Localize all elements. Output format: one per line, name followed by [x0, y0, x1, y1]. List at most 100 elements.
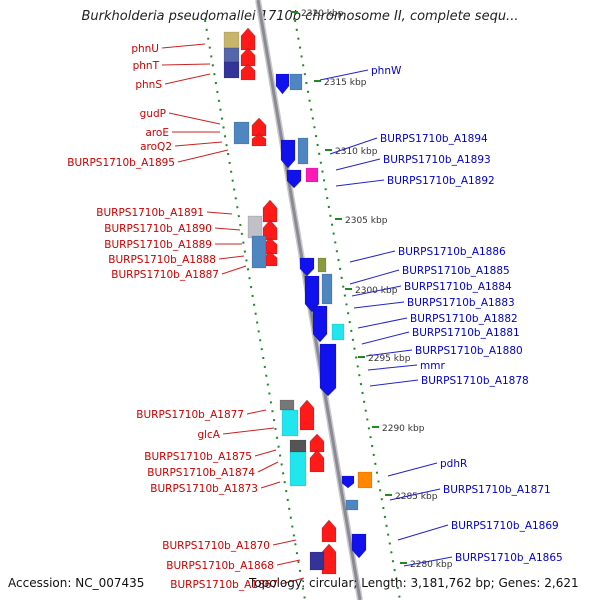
footer-bar: Accession: NC_007435 Topology: circular;… — [0, 573, 600, 595]
left-label-connector — [254, 449, 277, 457]
left-gene-label: BURPS1710b_A1887 — [111, 269, 219, 281]
right-label-connector — [349, 250, 396, 263]
right-label-connector — [351, 285, 402, 297]
dotted-guides — [204, 19, 401, 600]
left-gene-label: BURPS1710b_A1875 — [144, 451, 252, 463]
forward-gene-arrow — [240, 63, 256, 81]
left-label-connector — [161, 63, 211, 66]
topology-text: Topology: circular; Length: 3,181,762 bp… — [249, 576, 579, 590]
forward-gene-box — [247, 215, 263, 239]
right-gene-label: BURPS1710b_A1880 — [415, 345, 523, 357]
right-gene-label: BURPS1710b_A1894 — [380, 133, 488, 145]
right-gene-label: BURPS1710b_A1893 — [383, 154, 491, 166]
tick-label: 2315 kbp — [324, 78, 367, 88]
left-gene-label: gudP — [140, 108, 166, 120]
reverse-gene-box — [357, 471, 373, 489]
right-label-connector — [357, 317, 408, 329]
right-gene-label: mmr — [420, 360, 445, 372]
reverse-gene-arrow — [341, 475, 355, 489]
forward-gene-box — [223, 47, 240, 63]
reverse-gene-box — [305, 167, 319, 183]
right-gene-label: BURPS1710b_A1882 — [410, 313, 518, 325]
left-gene-label: phnT — [133, 60, 160, 72]
tick-label: 2305 kbp — [345, 216, 388, 226]
right-label-connector — [387, 462, 438, 477]
right-gene-label: pdhR — [440, 458, 467, 470]
forward-gene-arrow — [321, 543, 337, 575]
left-gene-label: BURPS1710b_A1867 — [170, 579, 278, 591]
left-gene-label: BURPS1710b_A1888 — [108, 254, 216, 266]
forward-gene-box — [251, 235, 267, 269]
right-label-connector — [319, 69, 369, 81]
right-label-connector — [329, 137, 378, 155]
left-gene-label: aroE — [145, 127, 169, 139]
right-label-connector — [397, 524, 449, 541]
left-gene-label: BURPS1710b_A1874 — [147, 467, 255, 479]
right-gene-label: BURPS1710b_A1892 — [387, 175, 495, 187]
left-label-connector — [206, 211, 233, 215]
reverse-gene-arrow — [319, 343, 337, 397]
forward-gene-box — [281, 409, 299, 437]
right-label-connector — [389, 488, 441, 501]
tick-label: 2290 kbp — [382, 424, 425, 434]
left-gene-label: BURPS1710b_A1868 — [166, 560, 274, 572]
reverse-gene-box — [321, 273, 333, 305]
forward-gene-arrow — [240, 27, 256, 51]
reverse-gene-box — [297, 137, 309, 165]
left-gene-label: BURPS1710b_A1890 — [104, 223, 212, 235]
left-label-connector — [276, 559, 301, 566]
left-gene-label: BURPS1710b_A1889 — [104, 239, 212, 251]
tick-label: 2310 kbp — [335, 147, 378, 157]
right-gene-label: BURPS1710b_A1881 — [412, 327, 520, 339]
left-label-connector — [280, 577, 305, 585]
forward-gene-arrow — [262, 199, 278, 223]
left-label-connector — [161, 43, 206, 49]
forward-gene-arrow — [309, 449, 325, 473]
forward-gene-box — [223, 31, 240, 49]
tick-label: 2295 kbp — [368, 354, 411, 364]
forward-gene-arrow — [321, 519, 337, 543]
right-gene-label: BURPS1710b_A1885 — [402, 265, 510, 277]
forward-gene-box — [223, 61, 240, 79]
right-label-connector — [369, 379, 419, 387]
left-label-connector — [174, 141, 223, 147]
reverse-gene-box — [345, 499, 359, 511]
right-gene-label: BURPS1710b_A1886 — [398, 246, 506, 258]
forward-gene-box — [233, 121, 250, 145]
reverse-gene-arrow — [275, 73, 290, 95]
reverse-gene-arrow — [351, 533, 367, 559]
right-gene-label: BURPS1710b_A1871 — [443, 484, 551, 496]
right-gene-label: BURPS1710b_A1865 — [455, 552, 563, 564]
left-gene-label: BURPS1710b_A1870 — [162, 540, 270, 552]
left-gene-label: phnS — [135, 79, 162, 91]
left-label-connector — [214, 227, 241, 231]
right-label-connector — [365, 349, 413, 357]
tick-label: 2285 kbp — [395, 492, 438, 502]
left-gene-label: phnU — [131, 43, 159, 55]
tick-label: 2320 kbp — [301, 9, 344, 19]
left-label-connector — [246, 409, 267, 415]
right-gene-label: phnW — [371, 65, 402, 77]
forward-gene-arrow — [240, 47, 256, 67]
gene-labels: phnUphnTphnSgudParoEaroQ2BURPS1710b_A189… — [67, 43, 562, 591]
right-gene-label: BURPS1710b_A1869 — [451, 520, 559, 532]
forward-gene-arrow — [299, 399, 315, 431]
left-label-connector — [260, 481, 281, 489]
reverse-gene-arrow — [312, 305, 328, 343]
reverse-gene-arrow — [280, 139, 296, 169]
left-label-connector — [177, 149, 229, 163]
reverse-gene-box — [289, 73, 303, 91]
genes — [223, 27, 373, 575]
right-label-connector — [335, 158, 381, 171]
right-gene-label: BURPS1710b_A1883 — [407, 297, 515, 309]
reverse-gene-arrow — [286, 169, 302, 189]
forward-gene-arrow — [251, 117, 267, 137]
right-label-connector — [335, 179, 385, 187]
left-label-connector — [222, 427, 275, 435]
accession-text: Accession: NC_007435 — [8, 576, 145, 590]
forward-gene-box — [289, 439, 307, 453]
left-label-connector — [168, 112, 221, 125]
left-gene-label: BURPS1710b_A1873 — [150, 483, 258, 495]
left-label-connector — [221, 265, 247, 275]
